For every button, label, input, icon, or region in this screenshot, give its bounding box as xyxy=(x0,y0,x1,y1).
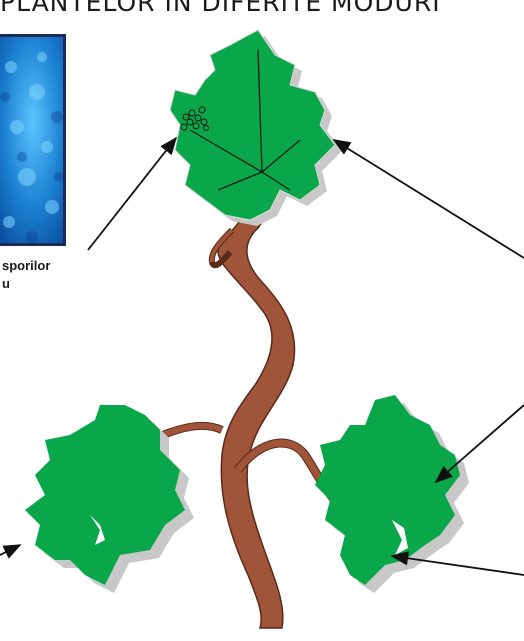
arrow-icon xyxy=(0,545,20,557)
vine-stem xyxy=(150,170,350,628)
arrow-icon xyxy=(334,140,524,258)
arrow-icon xyxy=(88,138,176,250)
top-leaf xyxy=(170,30,342,226)
arrow-icon xyxy=(436,405,524,482)
